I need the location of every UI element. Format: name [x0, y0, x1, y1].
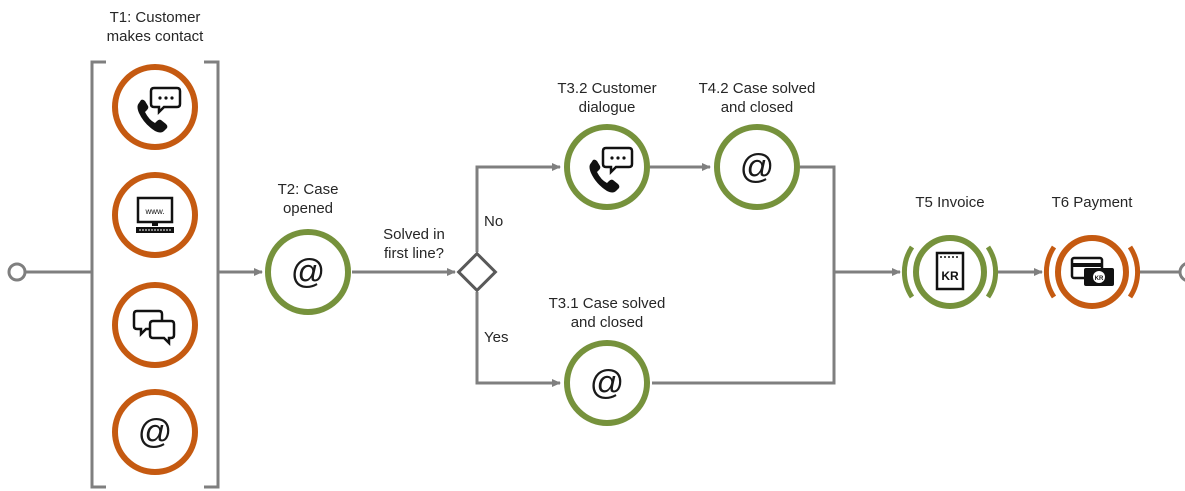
t6-label: T6 Payment [1051, 194, 1133, 211]
t5-invoice-node: KR [901, 235, 999, 309]
invoice-kr-icon: KR [935, 251, 965, 291]
t2-case-opened-node [265, 229, 351, 315]
no-label: No [484, 213, 504, 230]
t1-channel-chat [112, 282, 198, 368]
t6-payment-node: KR [1043, 235, 1141, 309]
t1-bracket [90, 60, 220, 489]
t42-label: T4.2 Case solved and closed [692, 79, 822, 117]
payment-card-icon: KR [1070, 256, 1114, 286]
svg-text:KR: KR [941, 269, 959, 283]
at-icon: @ [739, 148, 775, 186]
t42-label-line1: T4.2 Case solved [698, 80, 816, 97]
t1-channel-email [112, 389, 198, 475]
speech-bubbles-icon [132, 309, 176, 347]
decision-label: Solved in first line? [368, 225, 460, 263]
decision-label-line1: Solved in [383, 226, 445, 243]
no-branch-arrow [475, 163, 561, 252]
t2-label: T2: Case opened [258, 180, 358, 218]
t31-case-solved-node [564, 340, 650, 426]
t31-to-merge-line [652, 272, 836, 385]
decision-gateway [456, 251, 498, 293]
svg-text:KR: KR [1095, 276, 1104, 282]
t5-label: T5 Invoice [915, 194, 985, 211]
t31-label: T3.1 Case solved and closed [542, 294, 672, 332]
at-icon: @ [589, 364, 625, 402]
t2-label-line1: T2: Case [277, 181, 339, 198]
svg-text:www.: www. [144, 207, 164, 216]
end-event [1178, 262, 1185, 282]
t31-label-line2: and closed [570, 314, 644, 331]
t32-label-line2: dialogue [578, 99, 636, 116]
t32-customer-dialogue-node [564, 124, 650, 210]
t1-label-line1: T1: Customer [109, 9, 201, 26]
connectors [24, 163, 1185, 387]
computer-www-icon: www. [136, 196, 174, 233]
t2-label-line2: opened [282, 200, 334, 217]
yes-branch-arrow [475, 292, 561, 387]
phone-chat-icon [589, 146, 634, 193]
t42-case-solved-node [714, 124, 800, 210]
t42-label-line2: and closed [720, 99, 794, 116]
phone-chat-icon [137, 86, 182, 133]
t32-label-line1: T3.2 Customer [557, 80, 657, 97]
t1-label: T1: Customer makes contact [85, 8, 225, 46]
at-icon: @ [290, 253, 326, 291]
t1-channel-web: www. [112, 172, 198, 258]
start-event [7, 262, 27, 282]
t32-label: T3.2 Customer dialogue [542, 79, 672, 117]
t1-label-line2: makes contact [106, 28, 204, 45]
decision-label-line2: first line? [383, 245, 445, 262]
t42-to-merge-line [800, 165, 836, 272]
yes-label: Yes [484, 329, 509, 346]
at-icon: @ [137, 413, 173, 451]
t31-label-line1: T3.1 Case solved [548, 295, 666, 312]
t1-channel-phone [112, 64, 198, 150]
